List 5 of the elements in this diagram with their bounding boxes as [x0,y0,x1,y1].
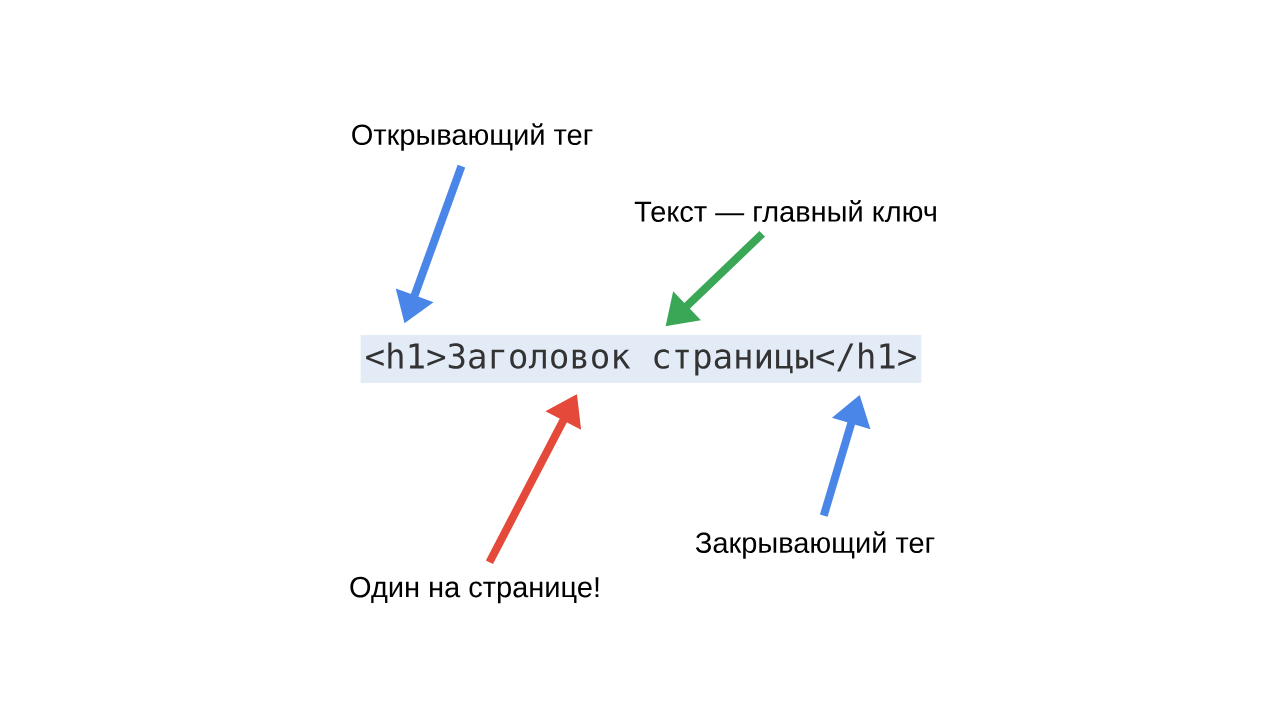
annotation-label: Один на странице! [350,576,599,604]
annotation-label: Текст — главный ключ [634,200,936,222]
annotation-label: Открывающий тег [352,123,593,151]
code-highlight-box: <h1>Заголовок страницы</h1> [360,335,922,383]
annotation-label: Закрывающий тег [695,531,935,559]
